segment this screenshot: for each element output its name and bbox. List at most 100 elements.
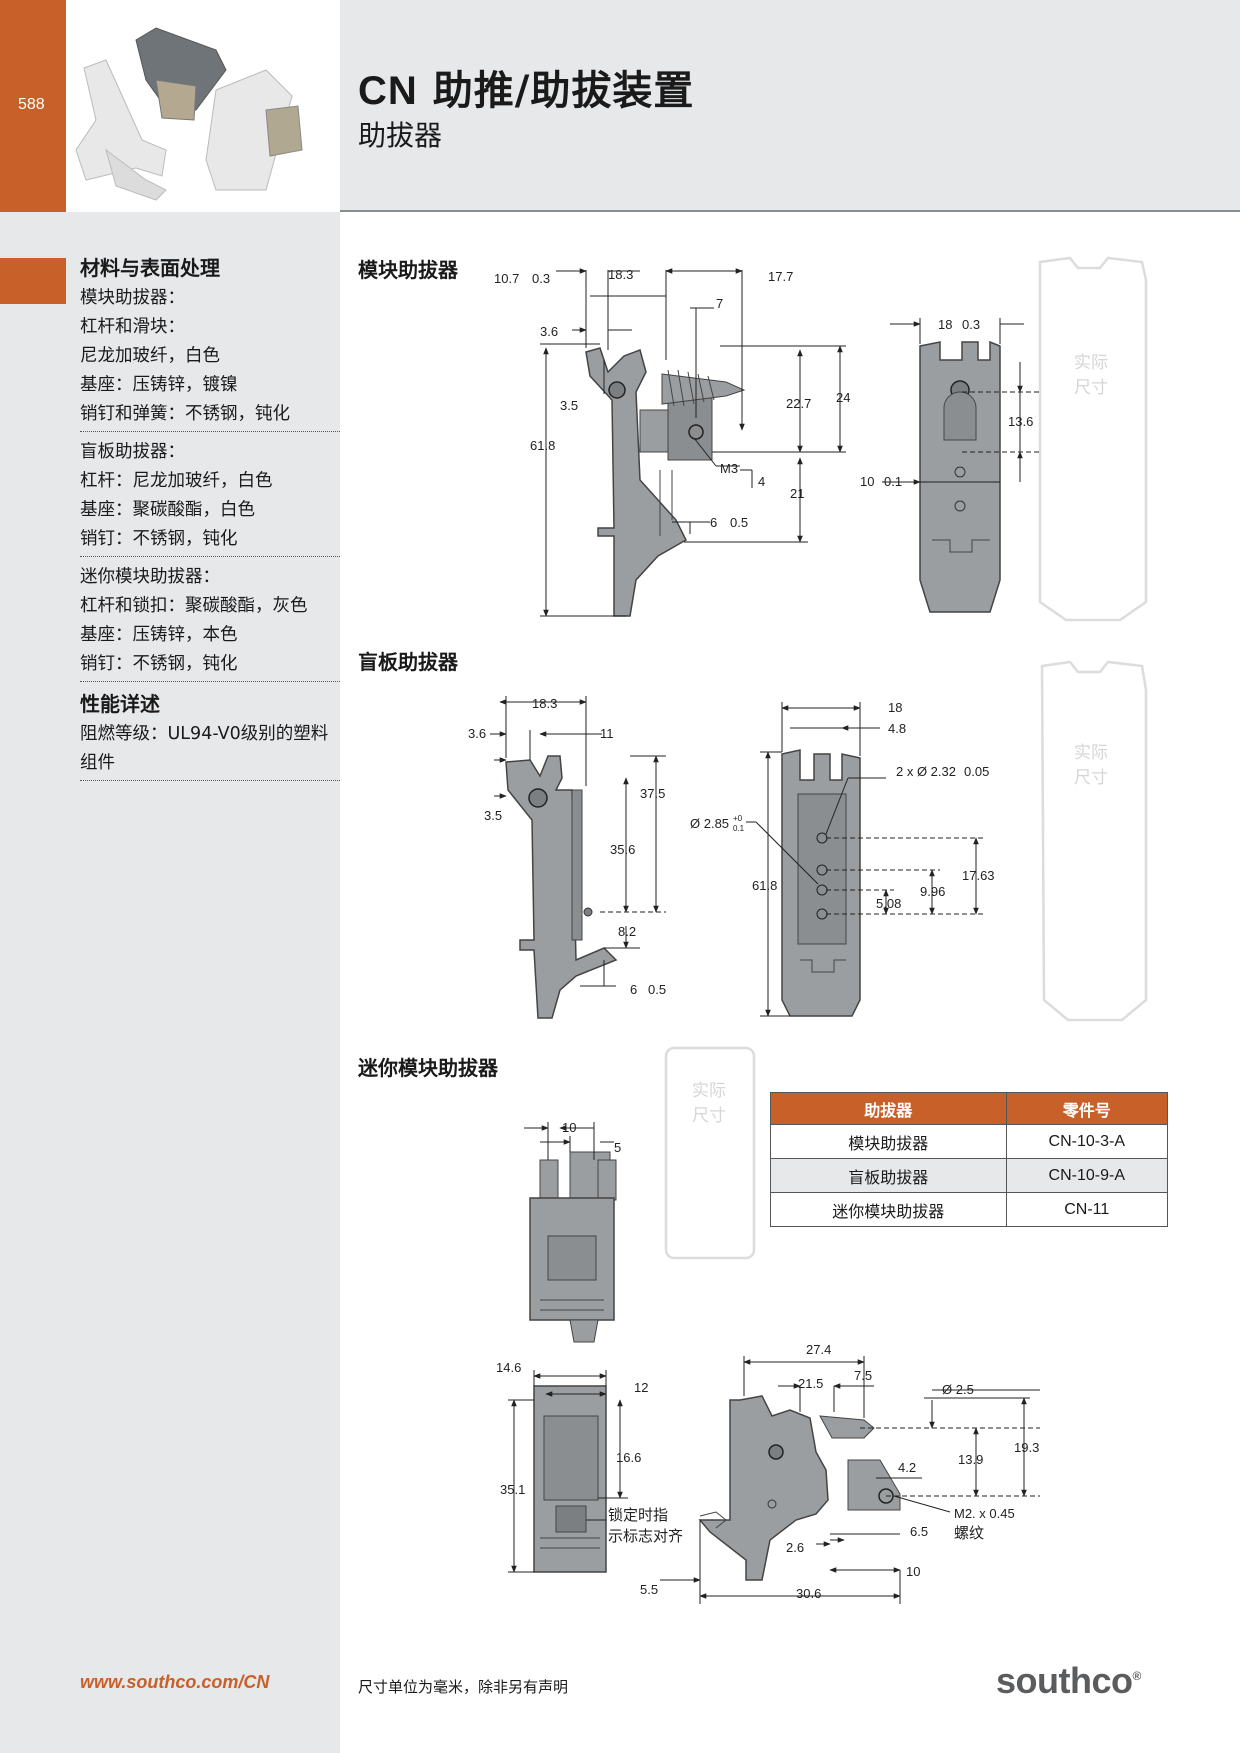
- mini-side-dimension-labels: 27.4 21.5 7.5 Ø 2.5 19.3 13.9 4.2 M2. x …: [640, 1342, 1039, 1601]
- dim-label: 12: [634, 1380, 648, 1395]
- sidebar-accent-tab: [0, 258, 66, 304]
- dim-label: 13.9: [958, 1452, 983, 1467]
- dim-label: 61.8: [530, 438, 555, 453]
- dim-label: 0.3: [532, 271, 550, 286]
- part-number-cell: CN-10-3-A: [1005, 1124, 1169, 1159]
- dim-label: 17.63: [962, 868, 995, 883]
- actual-size-outline: [1040, 660, 1148, 1022]
- material-line: 杠杆和滑块：: [80, 317, 185, 337]
- part-number-cell: CN-10-9-A: [1005, 1158, 1169, 1193]
- table-header: 零件号: [1005, 1092, 1169, 1125]
- lock-indicator-note: 示标志对齐: [608, 1527, 683, 1545]
- registered-mark: ®: [1132, 1669, 1142, 1683]
- dim-label: 0.1: [733, 824, 745, 833]
- dim-label: 16.6: [616, 1450, 641, 1465]
- dim-label: 3.6: [540, 324, 558, 339]
- materials-heading: 材料与表面处理: [80, 256, 220, 280]
- divider: [80, 556, 340, 557]
- dim-label: 21: [790, 486, 804, 501]
- material-line: 基座：压铸锌，本色: [80, 625, 238, 645]
- performance-line: 组件: [80, 753, 115, 773]
- blank-front-dimension-labels: 18 4.8 2 x Ø 2.32 0.05 Ø 2.85 +0 0.1 61.…: [690, 700, 995, 911]
- mini-extractor-top-drawing: [529, 1151, 617, 1343]
- table-row: 盲板助拔器 CN-10-9-A: [770, 1158, 1169, 1193]
- dim-label: 4: [758, 474, 765, 489]
- mini-front-dimension-lines: [508, 1370, 628, 1573]
- sidebar: [0, 212, 340, 1753]
- divider: [80, 780, 340, 781]
- product-photo: [66, 0, 340, 212]
- dim-label: 8.2: [618, 924, 636, 939]
- lock-indicator-note: 锁定时指: [608, 1506, 668, 1524]
- page-title: CN 助推/助拔装置: [358, 58, 694, 116]
- dim-label: 3.5: [484, 808, 502, 823]
- dim-label: 14.6: [496, 1360, 521, 1375]
- dim-label: 35.1: [500, 1482, 525, 1497]
- product-photo-illustration: [75, 27, 303, 201]
- dim-label: M3: [720, 461, 738, 476]
- actual-size-label: 尺寸: [1074, 378, 1108, 398]
- dim-label: 4.2: [898, 1460, 916, 1475]
- module-extractor-side-drawing: [585, 347, 746, 617]
- dim-label: 27.4: [806, 1342, 831, 1357]
- material-line: 杠杆和锁扣：聚碳酸酯，灰色: [80, 596, 308, 616]
- dim-label: 6: [630, 982, 637, 997]
- dim-label: 0.05: [964, 764, 989, 779]
- dim-label: 18: [938, 317, 952, 332]
- dim-label: 61.8: [752, 878, 777, 893]
- mini-top-dimension-lines: [524, 1122, 614, 1160]
- thread-note: 螺纹: [954, 1524, 984, 1542]
- mini-front-dimension-labels: 14.6 12 16.6 35.1 锁定时指 示标志对齐: [496, 1360, 683, 1545]
- header-panel: [340, 0, 1240, 212]
- divider: [80, 681, 340, 682]
- material-line: 迷你模块助拔器：: [80, 567, 220, 587]
- part-number-table: 助拔器 零件号 模块助拔器 CN-10-3-A 盲板助拔器 CN-10-9-A …: [770, 1092, 1169, 1227]
- title-prefix: CN: [358, 69, 418, 113]
- website-link[interactable]: www.southco.com/CN: [80, 1672, 270, 1692]
- dim-label: 37.5: [640, 786, 665, 801]
- units-note: 尺寸单位为毫米，除非另有声明: [358, 1678, 569, 1696]
- southco-logo: southco®: [996, 1660, 1141, 1702]
- dim-label: 22.7: [786, 396, 811, 411]
- actual-size-label: 尺寸: [1074, 768, 1108, 788]
- dim-label: 10: [906, 1564, 920, 1579]
- blank-side-dimension-labels: 18.3 3.6 11 3.5 37.5 35.6 8.2 6 0.5: [468, 696, 666, 997]
- dim-label: 13.6: [1008, 414, 1033, 429]
- dim-label: 17.7: [768, 269, 793, 284]
- table-cell: 迷你模块助拔器: [770, 1192, 1007, 1227]
- performance-line: 阻燃等级：UL94-V0级别的塑料: [80, 724, 329, 744]
- actual-size-outline: [1038, 256, 1148, 622]
- dim-label: 5: [614, 1140, 621, 1155]
- dim-label: 10.7: [494, 271, 519, 286]
- dim-label: 9.96: [920, 884, 945, 899]
- dim-label: 7: [716, 296, 723, 311]
- table-header: 助拔器: [770, 1092, 1007, 1125]
- material-line: 销钉和弹簧：不锈钢，钝化: [80, 404, 290, 424]
- module-extractor-front-drawing: [919, 340, 1001, 613]
- part-number-cell: CN-11: [1005, 1192, 1169, 1227]
- actual-size-label: 实际: [1074, 353, 1108, 373]
- mini-top-dimension-labels: 10 5: [562, 1120, 621, 1155]
- title-text: 助推/助拔装置: [417, 68, 695, 114]
- blank-side-dimension-lines: [490, 696, 666, 987]
- dim-label: 24: [836, 390, 850, 405]
- module-side-dimension-lines: [540, 268, 846, 617]
- material-line: 销钉：不锈钢，钝化: [80, 529, 238, 549]
- module-side-dimension-labels: 10.7 0.3 18.3 17.7 7 3.6 3.5 61.8 22.7 2…: [494, 267, 850, 530]
- dim-label: 7.5: [854, 1368, 872, 1383]
- dim-label: 18: [888, 700, 902, 715]
- dim-label: 2 x Ø 2.32: [896, 764, 956, 779]
- dim-label: 3.6: [468, 726, 486, 741]
- dim-label: M2. x 0.45: [954, 1506, 1015, 1521]
- dim-label: 6.5: [910, 1524, 928, 1539]
- dim-label: 6: [710, 515, 717, 530]
- actual-size-outline: [664, 1046, 756, 1260]
- dim-label: 35.6: [610, 842, 635, 857]
- dim-label: 30.6: [796, 1586, 821, 1601]
- header-accent-bar: [0, 0, 66, 212]
- dim-label: 19.3: [1014, 1440, 1039, 1455]
- dim-label: 0.5: [648, 982, 666, 997]
- module-front-dimension-lines: [882, 318, 1040, 485]
- dim-label: 2.6: [786, 1540, 804, 1555]
